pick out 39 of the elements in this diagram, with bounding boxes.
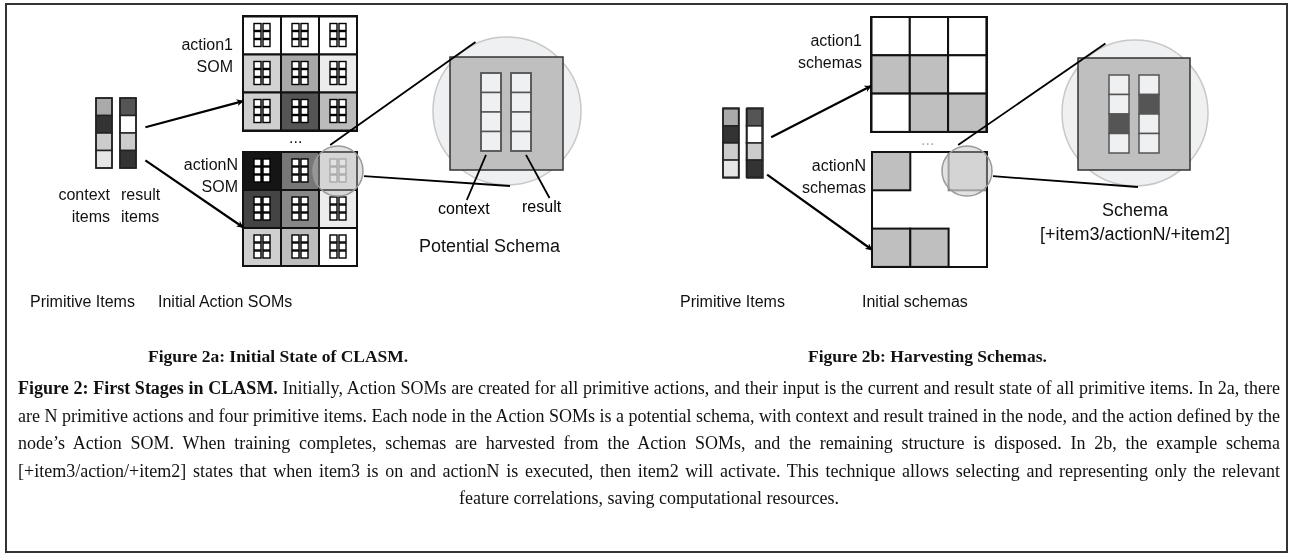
ellipsis-label: ...: [289, 128, 303, 148]
column-heading: Primitive Items: [30, 292, 135, 312]
zoom-line: [992, 175, 1139, 188]
som-grid-drawing: [243, 152, 357, 266]
arrow: [145, 99, 244, 129]
som-grid-drawing: [243, 16, 357, 131]
zoom-line: [957, 42, 1107, 146]
item-label: action1 schemas: [796, 31, 862, 73]
item-label: actionN SOM: [182, 155, 238, 197]
item-label: context items: [57, 185, 110, 227]
magnifier-circle: [941, 145, 993, 197]
item-label: Schema [+item3/actionN/+item2]: [1038, 199, 1232, 246]
schema-grid-drawing: [872, 152, 987, 267]
caption-paragraph: Figure 2: First Stages in CLASM. Initially, Action SOMs are created for all primitive actions, and their input is the current and result state of all primitive items. In 2a, there are N primitive actions and four primitive items. Each node in the Action SOMs is a potential schema, with context and result trained in the node, and the action defined by the node’s Action SOM. When training completes, schemas are harvested from the Action SOMs, and the remaining structure is disposed. In 2b, the example schema [+item3/action/+item2] states that when item3 is on and actionN is executed, then item2 will activate. This technique allows selecting and representing only the relevant feature correlations, saving computational resources.: [18, 377, 1280, 510]
item-columns-drawing: [95, 97, 137, 169]
magnified-schema-drawing: [432, 36, 582, 186]
item-label: actionN schemas: [800, 156, 866, 198]
column-heading: Primitive Items: [680, 292, 785, 312]
column-heading: Initial Action SOMs: [158, 292, 293, 312]
arrow: [770, 85, 872, 139]
arrow: [144, 159, 244, 229]
zoom-line: [363, 175, 511, 187]
leader-label: result: [522, 198, 577, 218]
schema-label: Potential Schema: [419, 236, 561, 258]
figure-caption: Figure 2a: Initial State of CLASM.: [148, 346, 409, 367]
leader-label: context: [438, 200, 498, 220]
schema-grid-drawing: [871, 17, 987, 132]
item-column: [511, 73, 531, 151]
column-heading: Initial schemas: [862, 292, 968, 312]
item-column: [481, 73, 501, 151]
arrow: [766, 173, 873, 251]
figure-caption: Figure 2b: Harvesting Schemas.: [808, 346, 1047, 367]
magnifier-circle: [312, 145, 364, 197]
ellipsis-label: ...: [921, 130, 935, 150]
item-columns-drawing: [722, 107, 763, 179]
item-label: result items: [121, 185, 162, 227]
item-label: action1 SOM: [180, 35, 233, 77]
magnified-schema-drawing: [1061, 39, 1209, 187]
zoom-line: [329, 41, 477, 146]
